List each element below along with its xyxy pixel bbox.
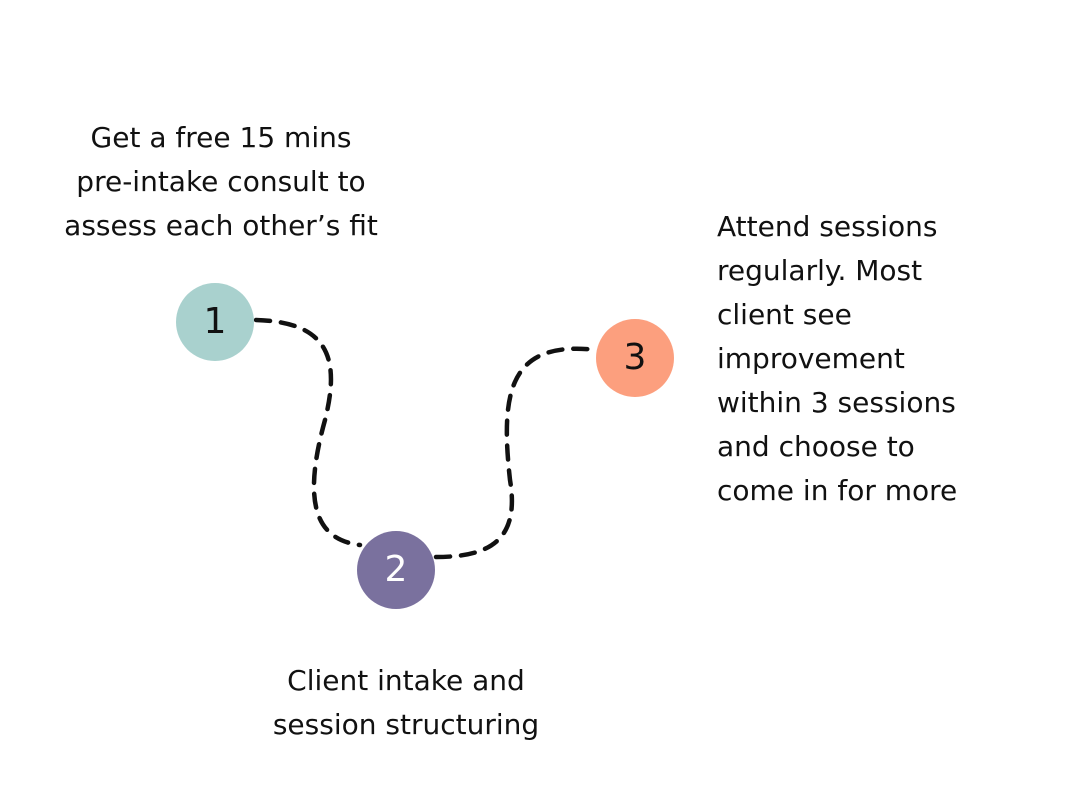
step-3-line: client see <box>717 298 852 331</box>
step-2-circle: 2 <box>357 531 435 609</box>
step-1-number: 1 <box>203 301 227 342</box>
step-3-description: Attend sessions regularly. Most client s… <box>717 205 1047 513</box>
step-1-description: Get a free 15 mins pre-intake consult to… <box>36 116 406 248</box>
step-3-circle: 3 <box>596 319 674 397</box>
step-3-line: Attend sessions <box>717 210 938 243</box>
step-1-line: pre-intake consult to <box>76 165 366 198</box>
step-2-line: Client intake and <box>287 664 525 697</box>
connector-1-to-2 <box>253 317 363 548</box>
connector-2-to-3 <box>433 346 600 560</box>
step-3-line: and choose to <box>717 430 915 463</box>
step-1-line: assess each other’s fit <box>64 209 378 242</box>
step-3-line: regularly. Most <box>717 254 923 287</box>
step-3-number: 3 <box>623 337 647 378</box>
step-1-circle: 1 <box>176 283 254 361</box>
step-1-line: Get a free 15 mins <box>90 121 352 154</box>
step-2-number: 2 <box>384 549 408 590</box>
step-2-description: Client intake and session structuring <box>236 659 576 747</box>
step-3-line: improvement <box>717 342 905 375</box>
step-3-line: come in for more <box>717 474 958 507</box>
step-3-line: within 3 sessions <box>717 386 956 419</box>
step-2-line: session structuring <box>272 708 540 741</box>
